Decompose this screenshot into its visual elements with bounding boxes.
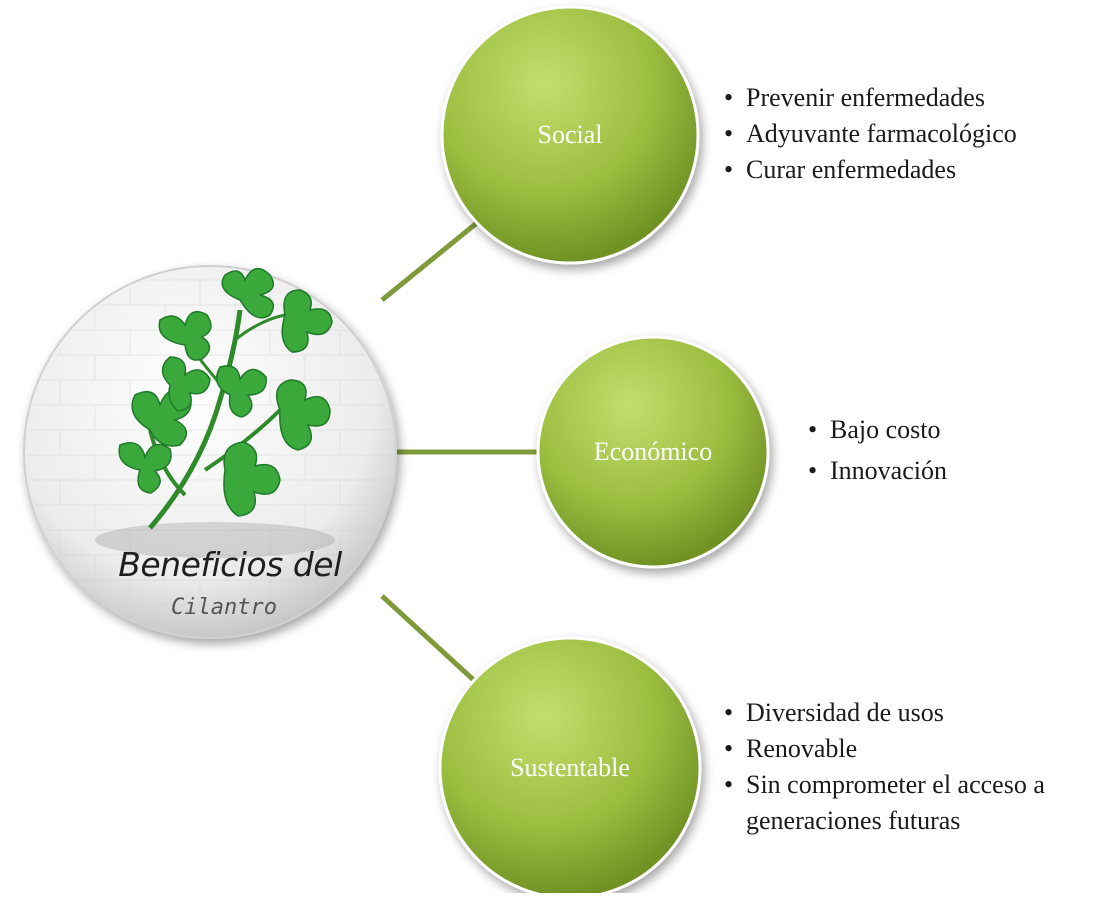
bubble-social — [440, 5, 700, 265]
connector-social — [380, 220, 480, 302]
bubble-sustentable — [438, 636, 702, 898]
bullet-list-social: Prevenir enfermedades Adyuvante farmacol… — [724, 80, 1017, 188]
cilantro-plant-icon — [118, 267, 333, 530]
connector-sustentable — [380, 594, 480, 686]
center-title: Beneficios del — [118, 545, 342, 584]
bullet-list-sustentable: Diversidad de usos Renovable Sin comprom… — [724, 695, 1074, 839]
list-item: Adyuvante farmacológico — [724, 116, 1017, 152]
list-item: Diversidad de usos — [724, 695, 1074, 731]
center-node — [23, 265, 397, 639]
bullet-list-economico: Bajo costo Innovación — [808, 409, 947, 491]
branch-label-sustentable: Sustentable — [510, 753, 630, 782]
list-item: Sin comprometer el acceso a generaciones… — [724, 767, 1074, 839]
bubble-economico — [536, 335, 770, 569]
list-item: Prevenir enfermedades — [724, 80, 1017, 116]
center-subtitle: Cilantro — [171, 595, 277, 620]
list-item: Bajo costo — [808, 409, 947, 450]
list-item: Renovable — [724, 731, 1074, 767]
branch-label-economico: Económico — [593, 437, 713, 466]
list-item: Curar enfermedades — [724, 152, 1017, 188]
list-item: Innovación — [808, 450, 947, 491]
branch-label-social: Social — [537, 120, 603, 149]
